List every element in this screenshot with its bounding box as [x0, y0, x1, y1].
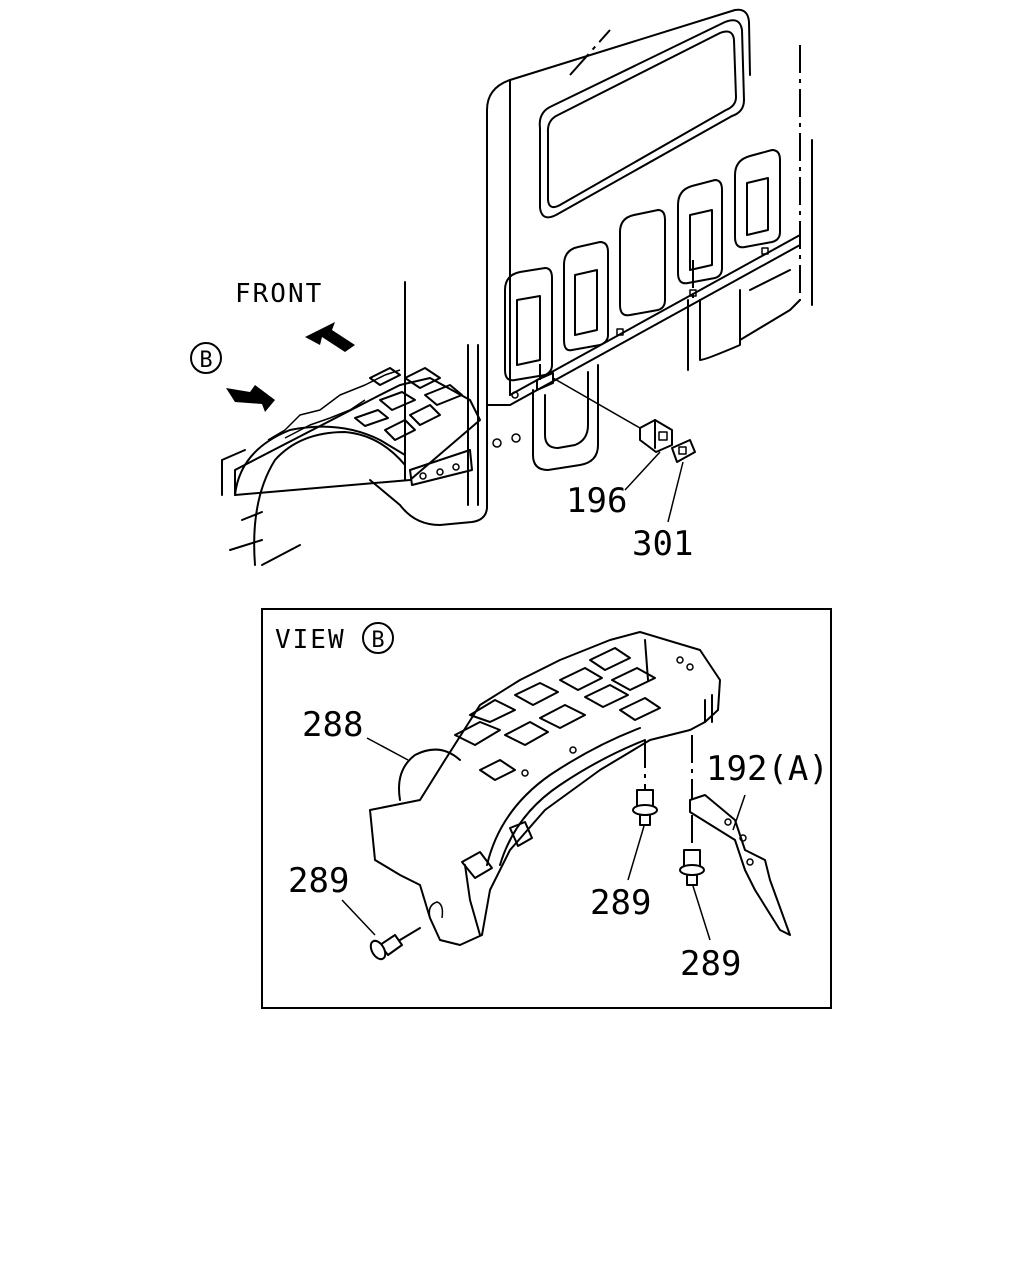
- part-number-289-mid: 289: [590, 883, 651, 923]
- part-number-288: 288: [302, 705, 363, 745]
- cab-slots: [504, 149, 781, 382]
- part-number-301: 301: [632, 524, 693, 564]
- front-arrow-icon: [305, 322, 355, 352]
- view-direction-arrow-icon: [226, 385, 275, 412]
- part-number-289-right: 289: [680, 944, 741, 984]
- view-b-marker: B: [190, 342, 222, 374]
- part-289-bolt-right: [679, 815, 705, 886]
- part-301-nut: [671, 439, 696, 463]
- view-b-marker-letter: B: [199, 348, 212, 373]
- view-b-frame: [261, 608, 832, 1009]
- part-289-bolt-left: [369, 927, 421, 961]
- cab-body-illustration: [221, 8, 813, 566]
- part-288-fender-liner: [369, 631, 721, 946]
- part-number-192a: 192(A): [706, 749, 829, 789]
- part-number-289-left: 289: [288, 861, 349, 901]
- front-label: FRONT: [235, 279, 323, 309]
- part-number-196: 196: [566, 481, 627, 521]
- part-289-bolt-mid: [632, 740, 658, 826]
- view-b-title-letter: B: [371, 628, 384, 653]
- view-b-title: VIEW: [275, 625, 346, 655]
- view-b-title-circle: B: [362, 622, 394, 654]
- part-192-bracket: [689, 735, 791, 936]
- part-196-clip: [639, 419, 673, 453]
